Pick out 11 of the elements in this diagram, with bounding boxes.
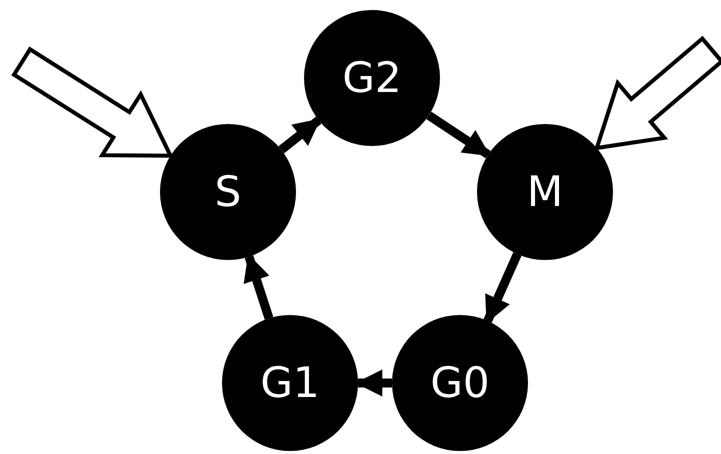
phase-label: M: [526, 171, 564, 213]
phase-label: G1: [260, 362, 320, 404]
arrow: [244, 254, 274, 320]
arrow: [278, 116, 322, 154]
arrow: [484, 252, 522, 324]
phase-label: G0: [430, 362, 490, 404]
hollow-arrow: [594, 36, 721, 150]
phase-label: S: [214, 171, 242, 213]
phase-label: G2: [342, 57, 402, 99]
arrow: [426, 112, 491, 158]
hollow-arrow: [11, 46, 174, 158]
